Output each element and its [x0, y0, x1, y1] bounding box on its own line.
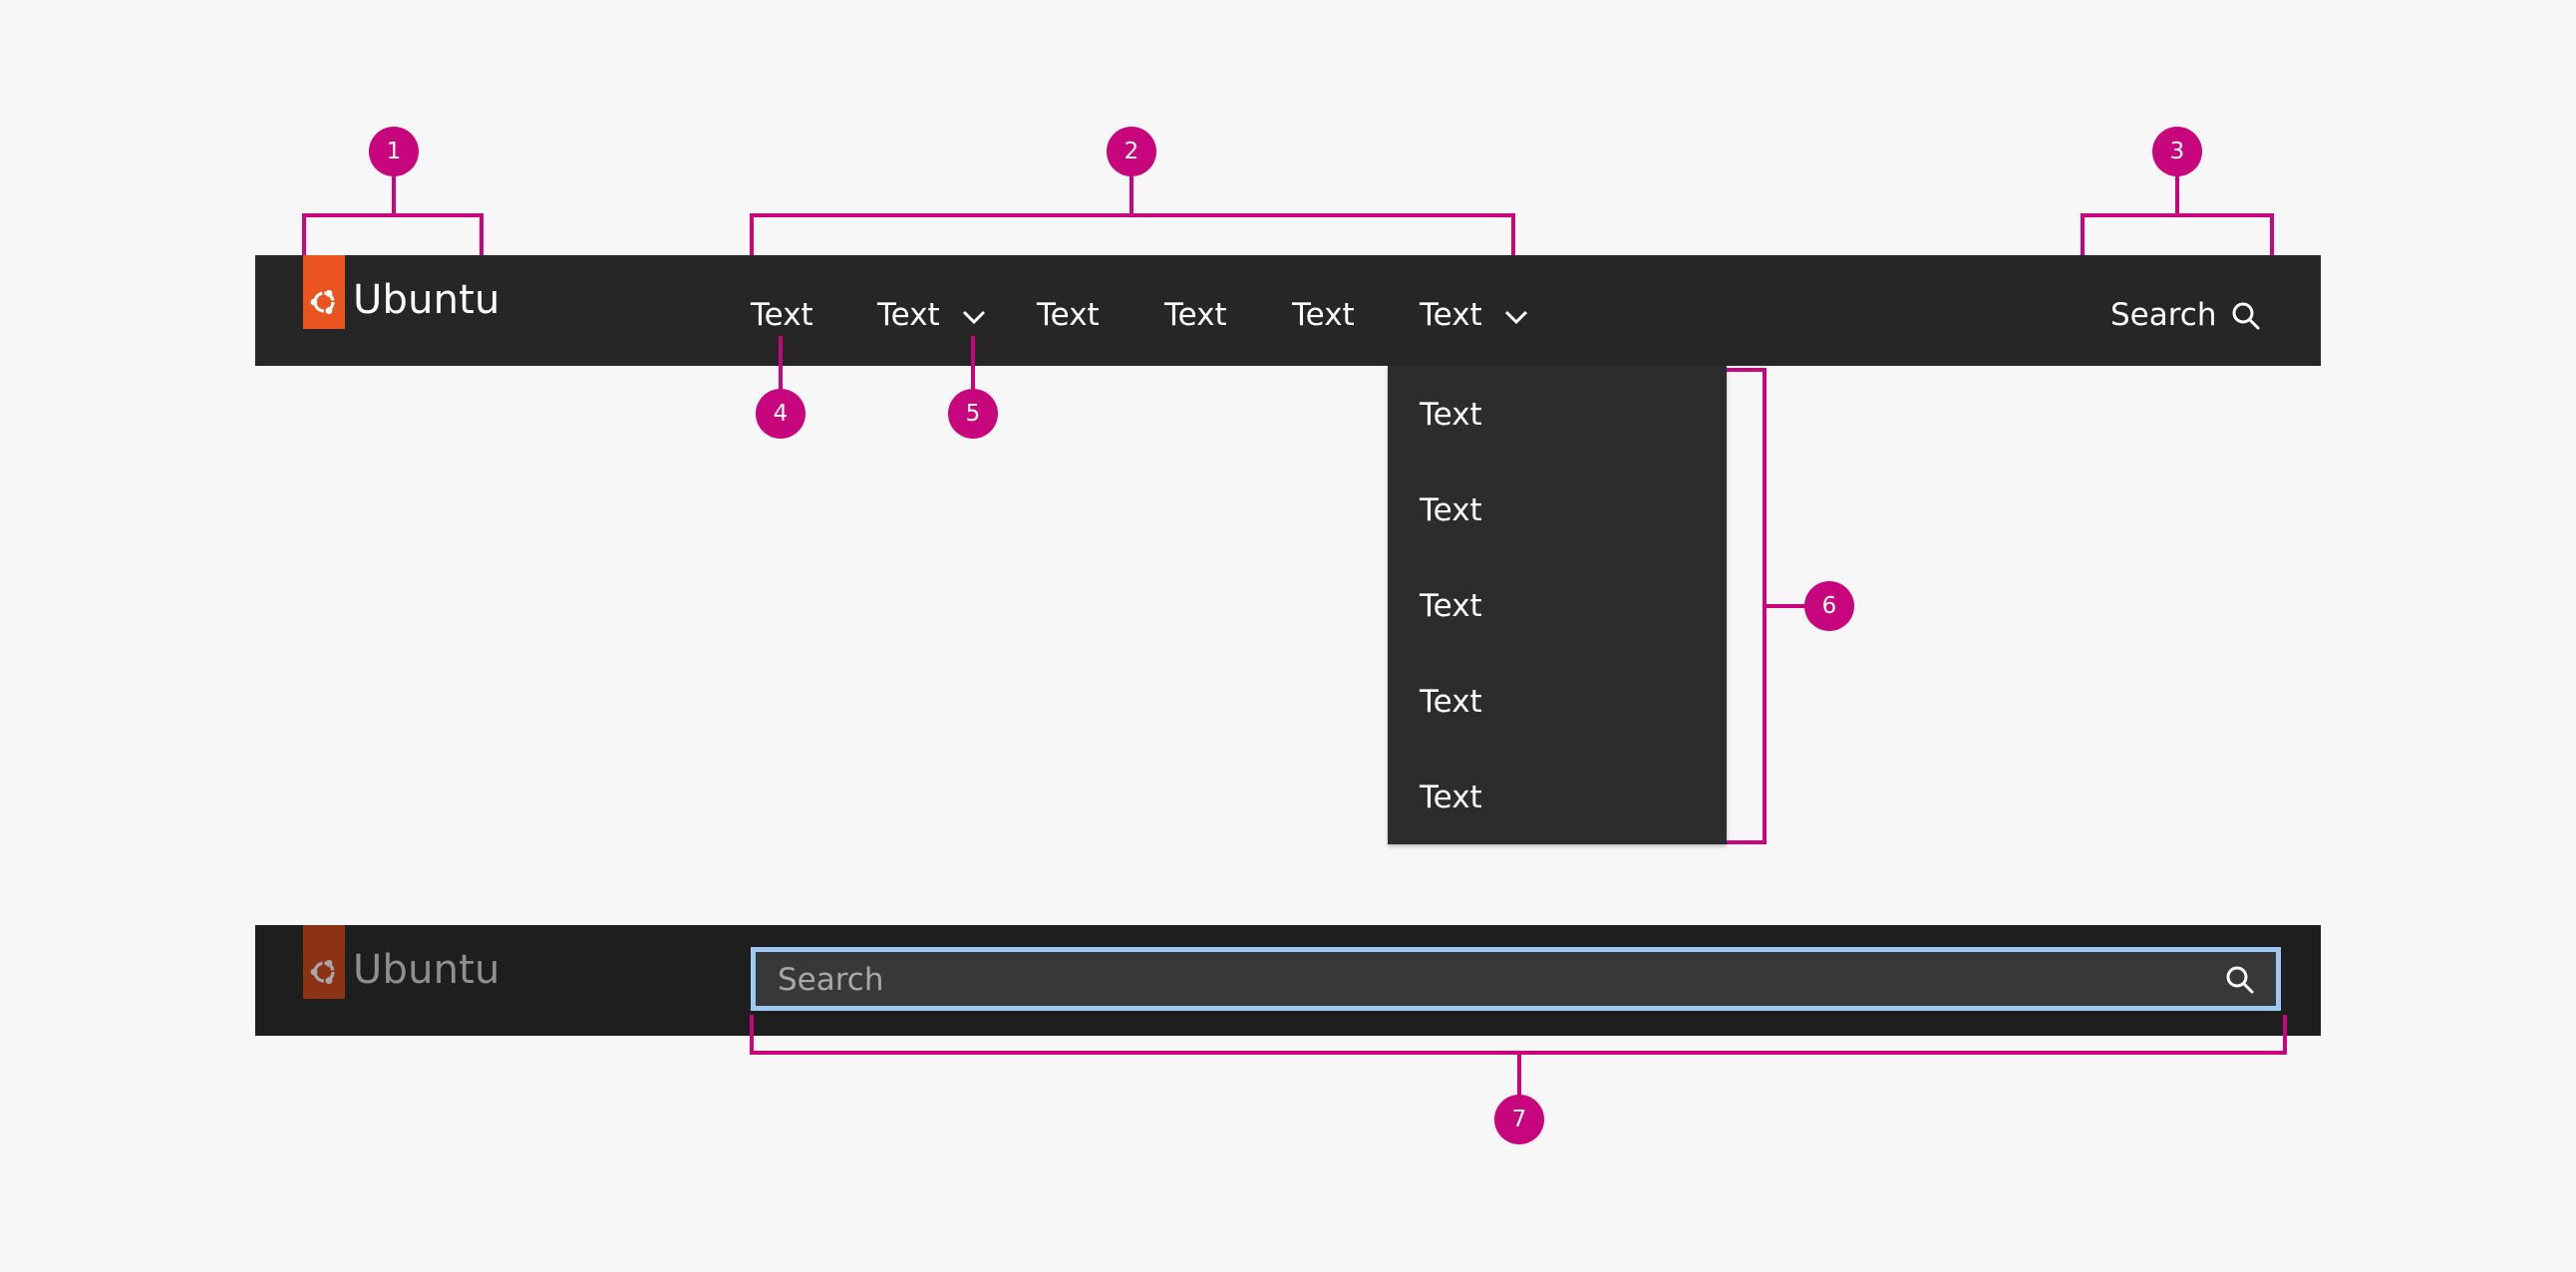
- annotation-leader: [779, 336, 783, 396]
- brand-name: Ubuntu: [353, 947, 500, 993]
- annotation-leader: [1765, 604, 1806, 608]
- annotation-bracket: [1511, 213, 1515, 255]
- ubuntu-circle-of-friends-icon: [310, 289, 335, 315]
- search-input[interactable]: [778, 956, 2173, 1004]
- nav-item-label: Text: [1420, 297, 1482, 333]
- search-icon: [2232, 302, 2260, 330]
- annotation-marker-6: 6: [1804, 581, 1854, 631]
- brand-name[interactable]: Ubuntu: [353, 277, 500, 323]
- nav-item-link[interactable]: Text: [751, 291, 813, 339]
- nav-item-label: Text: [877, 297, 940, 333]
- annotation-marker-3: 3: [2152, 127, 2202, 176]
- annotation-bracket: [750, 1015, 754, 1055]
- annotation-bracket: [480, 213, 483, 255]
- nav-item-link[interactable]: Text: [1164, 291, 1227, 339]
- dropdown-item[interactable]: Text: [1420, 684, 1482, 720]
- search-field: [751, 947, 2281, 1011]
- annotation-bracket: [302, 213, 306, 255]
- annotation-bracket: [1727, 840, 1767, 844]
- nav-item-dropdown[interactable]: Text: [877, 291, 986, 339]
- dropdown-item[interactable]: Text: [1420, 492, 1482, 528]
- dropdown-item[interactable]: Text: [1420, 780, 1482, 815]
- annotation-bracket: [302, 213, 483, 217]
- dropdown-item[interactable]: Text: [1420, 588, 1482, 624]
- nav-item-dropdown-open[interactable]: Text: [1420, 291, 1528, 339]
- nav-item-link[interactable]: Text: [1292, 291, 1355, 339]
- annotation-leader: [1129, 175, 1133, 215]
- ubuntu-logo-tag[interactable]: [303, 255, 345, 329]
- annotation-leader: [971, 336, 975, 396]
- annotation-bracket: [1727, 368, 1767, 372]
- annotation-bracket: [750, 213, 1515, 217]
- annotation-marker-4: 4: [756, 389, 805, 439]
- search-icon[interactable]: [2225, 965, 2255, 995]
- nav-item-link[interactable]: Text: [1037, 291, 1100, 339]
- dropdown-item[interactable]: Text: [1420, 397, 1482, 433]
- nav-item-label: Text: [751, 297, 813, 333]
- navigation-bar: Ubuntu Text Text Text Text Text Text Sea…: [255, 255, 2321, 366]
- annotation-marker-2: 2: [1107, 127, 1156, 176]
- annotation-bracket: [2283, 1015, 2287, 1055]
- annotation-marker-7: 7: [1494, 1095, 1544, 1144]
- ubuntu-circle-of-friends-icon: [310, 959, 335, 985]
- annotation-bracket: [2081, 213, 2085, 255]
- search-button[interactable]: Search: [2110, 291, 2260, 339]
- nav-item-label: Text: [1164, 297, 1227, 333]
- annotation-bracket: [2081, 213, 2274, 217]
- annotation-leader: [2175, 175, 2179, 215]
- nav-item-label: Text: [1292, 297, 1355, 333]
- chevron-down-icon: [962, 310, 985, 324]
- annotation-bracket: [750, 213, 754, 255]
- search-label: Search: [2110, 297, 2217, 333]
- annotation-bracket: [2270, 213, 2274, 255]
- nav-item-label: Text: [1037, 297, 1100, 333]
- annotation-marker-1: 1: [369, 127, 419, 176]
- chevron-down-icon: [1504, 310, 1527, 324]
- annotation-leader: [1517, 1053, 1521, 1101]
- annotation-leader: [392, 175, 396, 215]
- ubuntu-logo-tag: [303, 925, 345, 999]
- dropdown-menu: Text Text Text Text Text: [1388, 366, 1727, 844]
- annotation-marker-5: 5: [948, 389, 998, 439]
